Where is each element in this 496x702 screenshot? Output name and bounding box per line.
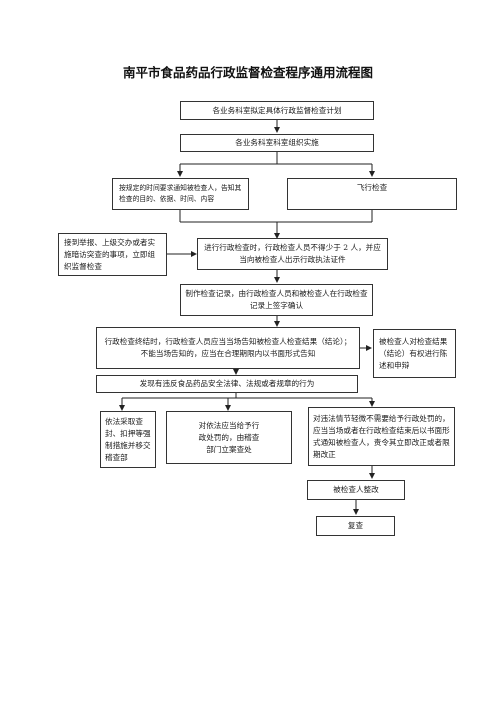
measures-box: 依法采取查封、扣押等强制措施并移交稽查部 bbox=[100, 411, 156, 468]
conclude-text: 行政检查终结时，行政检查人员应当当场告知被检查人检查结果（结论）；不能当场告知的… bbox=[104, 337, 352, 358]
surprise-text: 飞行检查 bbox=[356, 183, 388, 192]
rights-text: 被检查人对检查结果（结论）有权进行陈述和申辩 bbox=[379, 336, 448, 370]
violation-box: 发现有违反食品药品安全法律、法规或者规章的行为 bbox=[96, 375, 358, 393]
measures-text: 依法采取查封、扣押等强制措施并移交稽查部 bbox=[105, 416, 151, 462]
record-box: 制作检查记录，由行政检查人员和被检查人在行政检查记录上签字确认 bbox=[180, 284, 373, 316]
transfer-text: 对依法应当给予行政处罚的，由稽查部门立案查处 bbox=[198, 420, 260, 454]
violation-text: 发现有违反食品药品安全法律、法规或者规章的行为 bbox=[139, 379, 315, 388]
correct-box: 对违法情节轻微不需要给予行政处罚的，应当当场或者在行政检查结束后以书面形式通知被… bbox=[308, 407, 455, 466]
recheck-text: 复查 bbox=[347, 521, 364, 530]
rectify-box: 被检查人整改 bbox=[307, 480, 405, 500]
report-text: 接到举报、上级交办或者实施暗访突查的事项，立即组织监督检查 bbox=[64, 237, 156, 271]
report-box: 接到举报、上级交办或者实施暗访突查的事项，立即组织监督检查 bbox=[58, 233, 167, 276]
enforce-box: 进行行政检查时，行政检查人员不得少于 2 人，并应当向被检查人出示行政执法证件 bbox=[197, 238, 388, 270]
recheck-box: 复查 bbox=[316, 516, 395, 536]
enforce-text: 进行行政检查时，行政检查人员不得少于 2 人，并应当向被检查人出示行政执法证件 bbox=[204, 243, 381, 264]
transfer-box: 对依法应当给予行政处罚的，由稽查部门立案查处 bbox=[166, 411, 292, 464]
correct-text: 对违法情节轻微不需要给予行政处罚的，应当当场或者在行政检查结束后以书面形式通知被… bbox=[313, 413, 450, 459]
conclude-box: 行政检查终结时，行政检查人员应当当场告知被检查人检查结果（结论）；不能当场告知的… bbox=[96, 327, 360, 369]
organize-box: 各业务科室科室组织实施 bbox=[180, 134, 374, 152]
record-text: 制作检查记录，由行政检查人员和被检查人在行政检查记录上签字确认 bbox=[185, 289, 368, 310]
rectify-text: 被检查人整改 bbox=[333, 485, 379, 494]
page-title: 南平市食品药品行政监督检查程序通用流程图 bbox=[122, 65, 373, 80]
notify-box: 按规定的时间要求通知被检查人，告知其检查的目的、依据、时间、内容 bbox=[112, 178, 249, 210]
organize-text: 各业务科室科室组织实施 bbox=[235, 138, 319, 147]
plan-box: 各业务科室拟定具体行政监督检查计划 bbox=[180, 101, 374, 120]
plan-text: 各业务科室拟定具体行政监督检查计划 bbox=[212, 105, 342, 115]
notify-text: 按规定的时间要求通知被检查人，告知其检查的目的、依据、时间、内容 bbox=[119, 184, 242, 203]
surprise-box: 飞行检查 bbox=[287, 178, 457, 210]
rights-box: 被检查人对检查结果（结论）有权进行陈述和申辩 bbox=[373, 329, 456, 378]
